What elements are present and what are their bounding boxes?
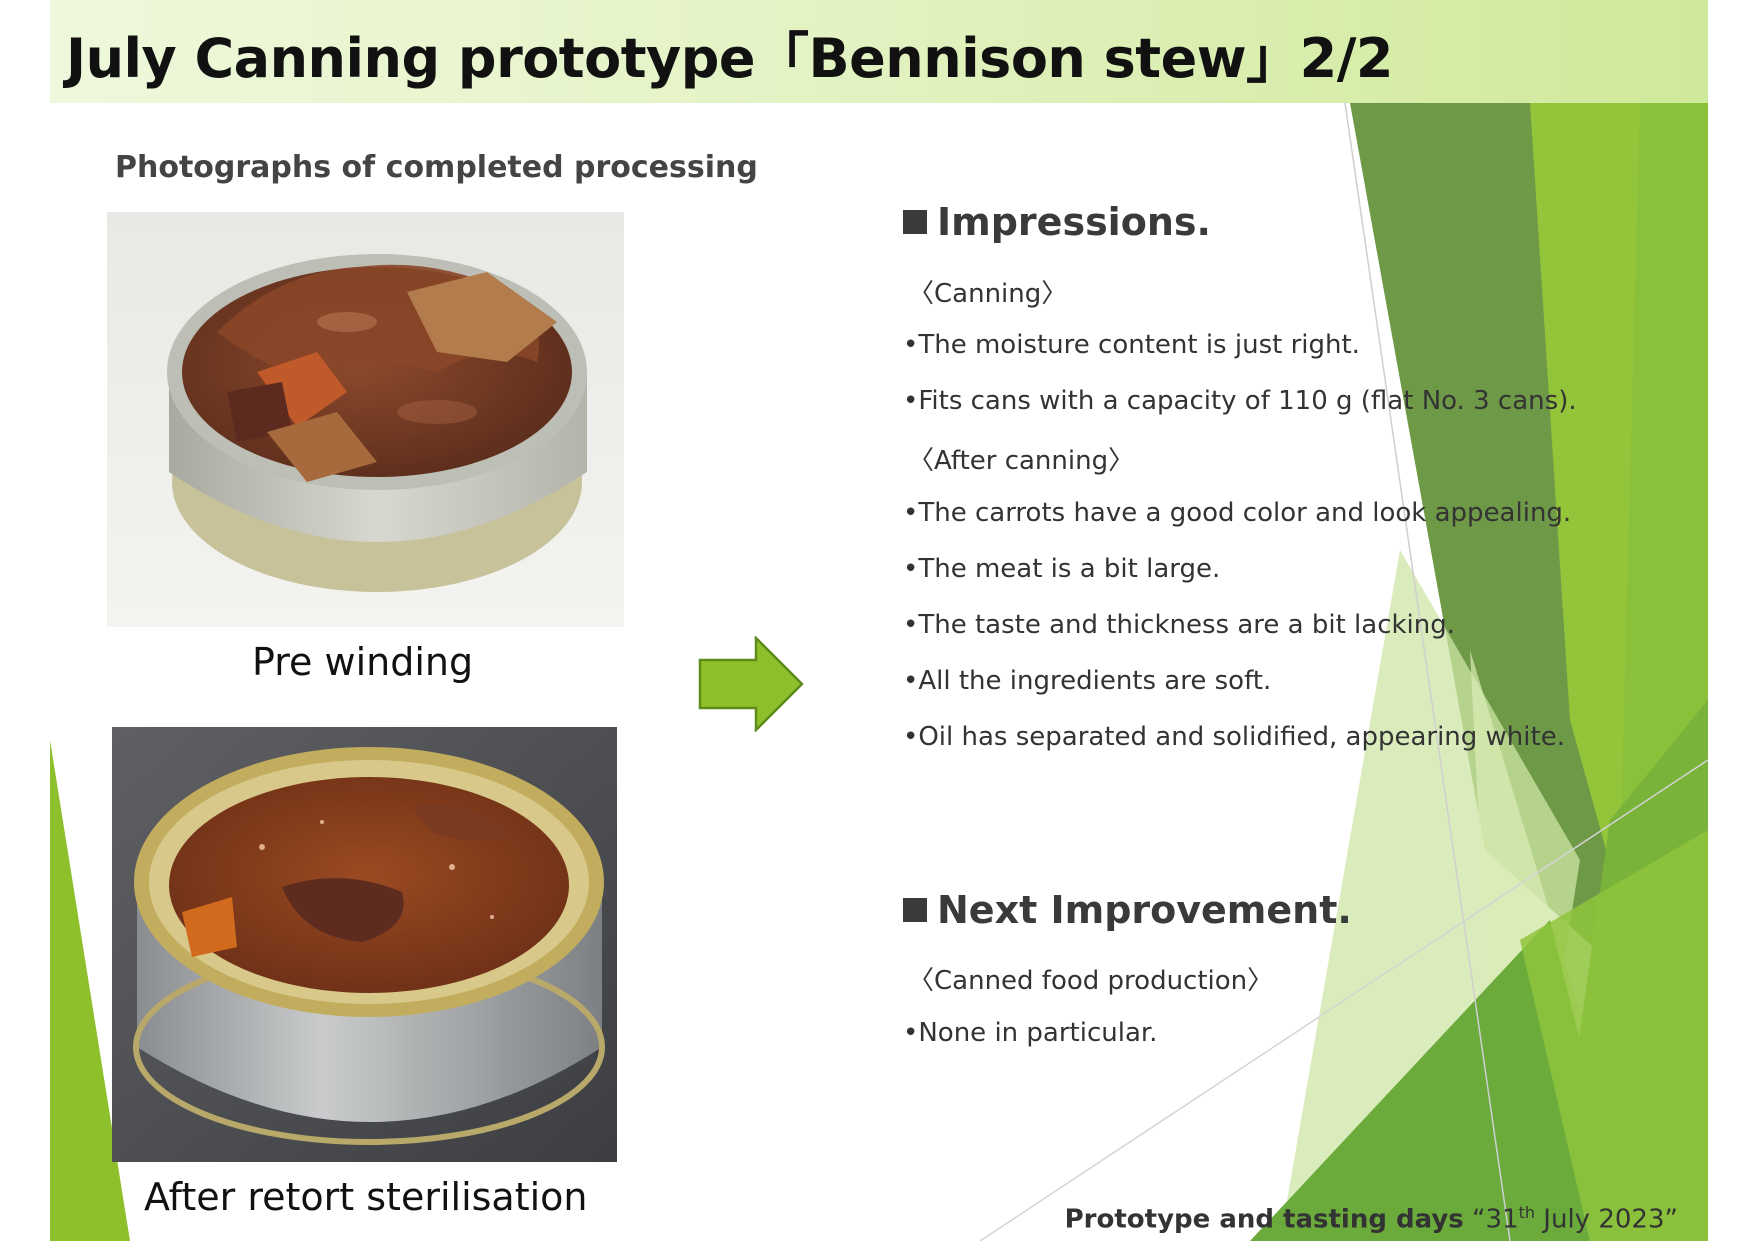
photo-caption-after-retort: After retort sterilisation: [144, 1175, 588, 1219]
impressions-heading-text: Impressions.: [937, 200, 1211, 244]
photos-heading: Photographs of completed processing: [115, 150, 758, 185]
list-item: •Fits cans with a capacity of 110 g (fla…: [903, 386, 1577, 416]
group-label-canning: 〈Canning〉: [908, 279, 1068, 309]
square-bullet-icon: [903, 210, 927, 234]
slide: July Canning prototype「Bennison stew」2/2…: [50, 0, 1708, 1241]
group-label-canned-food-production: 〈Canned food production〉: [908, 966, 1274, 996]
group-label-after-canning: 〈After canning〉: [908, 446, 1135, 476]
list-item: •The carrots have a good color and look …: [903, 498, 1572, 528]
list-item: •The moisture content is just right.: [903, 330, 1360, 360]
list-item: •The taste and thickness are a bit lacki…: [903, 610, 1456, 640]
right-arrow-icon: [698, 636, 804, 732]
list-item: •Oil has separated and solidified, appea…: [903, 722, 1565, 752]
prototype-date-footer: Prototype and tasting days “31th July 20…: [1064, 1203, 1678, 1235]
title-bar: July Canning prototype「Bennison stew」2/2: [50, 0, 1708, 103]
impressions-heading: Impressions.: [903, 200, 1211, 244]
list-item: •All the ingredients are soft.: [903, 666, 1272, 696]
slide-title: July Canning prototype「Bennison stew」2/2: [66, 27, 1394, 90]
decorative-green-shapes: [50, 102, 1708, 1241]
square-bullet-icon: [903, 898, 927, 922]
next-improvement-heading: Next Improvement.: [903, 888, 1352, 932]
next-improvement-heading-text: Next Improvement.: [937, 888, 1352, 932]
photo-caption-pre-winding: Pre winding: [252, 640, 474, 684]
list-item: •The meat is a bit large.: [903, 554, 1221, 584]
sealed-can-photo: [112, 727, 617, 1162]
opened-can-photo: [107, 212, 624, 627]
list-item: •None in particular.: [903, 1018, 1158, 1048]
